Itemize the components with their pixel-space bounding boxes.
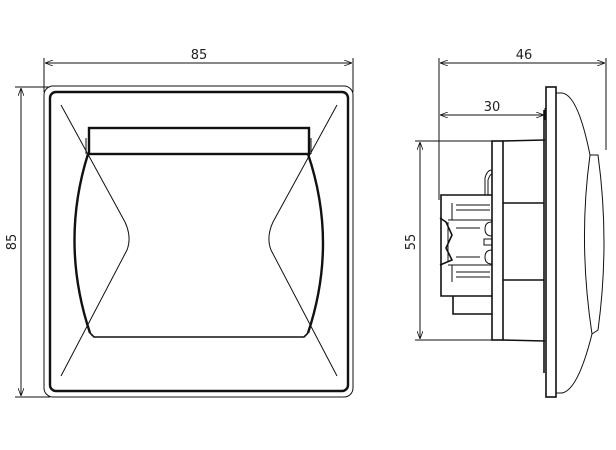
rocker-face: [583, 154, 593, 335]
height-label: 85: [5, 234, 20, 251]
frame-inner: [48, 90, 350, 393]
body-housing: [502, 139, 546, 342]
body-height-dimension: 55: [404, 140, 492, 341]
body-depth-dimension: 30: [440, 100, 546, 120]
total-depth-label: 46: [516, 48, 533, 63]
total-depth-dimension: 46: [438, 48, 607, 200]
terminal-screws: [483, 221, 493, 265]
side-view: 46 30 55: [404, 48, 607, 398]
left-diagonal: [60, 104, 130, 377]
frame-outer: [43, 85, 354, 398]
left-curve: [73, 153, 92, 334]
rocker-cover: [556, 92, 605, 394]
right-curve: [306, 153, 325, 334]
top-strip: [87, 126, 311, 156]
cover-plate: [545, 86, 557, 398]
body-depth-label: 30: [484, 100, 501, 115]
width-dimension: 85: [43, 48, 354, 92]
body-collar: [491, 140, 504, 341]
terminal-pins: [448, 203, 492, 282]
width-label: 85: [191, 48, 208, 63]
front-view: 85 85: [5, 48, 354, 398]
terminal-tab: [452, 296, 492, 315]
clamp-body: [447, 222, 480, 262]
right-diagonal: [268, 104, 338, 377]
terminal-block: [440, 194, 492, 297]
bottom-edge: [89, 332, 309, 338]
clamp-spring: [439, 217, 454, 266]
wire-loop: [484, 169, 493, 195]
height-dimension: 85: [5, 86, 50, 398]
body-height-label: 55: [404, 234, 419, 251]
